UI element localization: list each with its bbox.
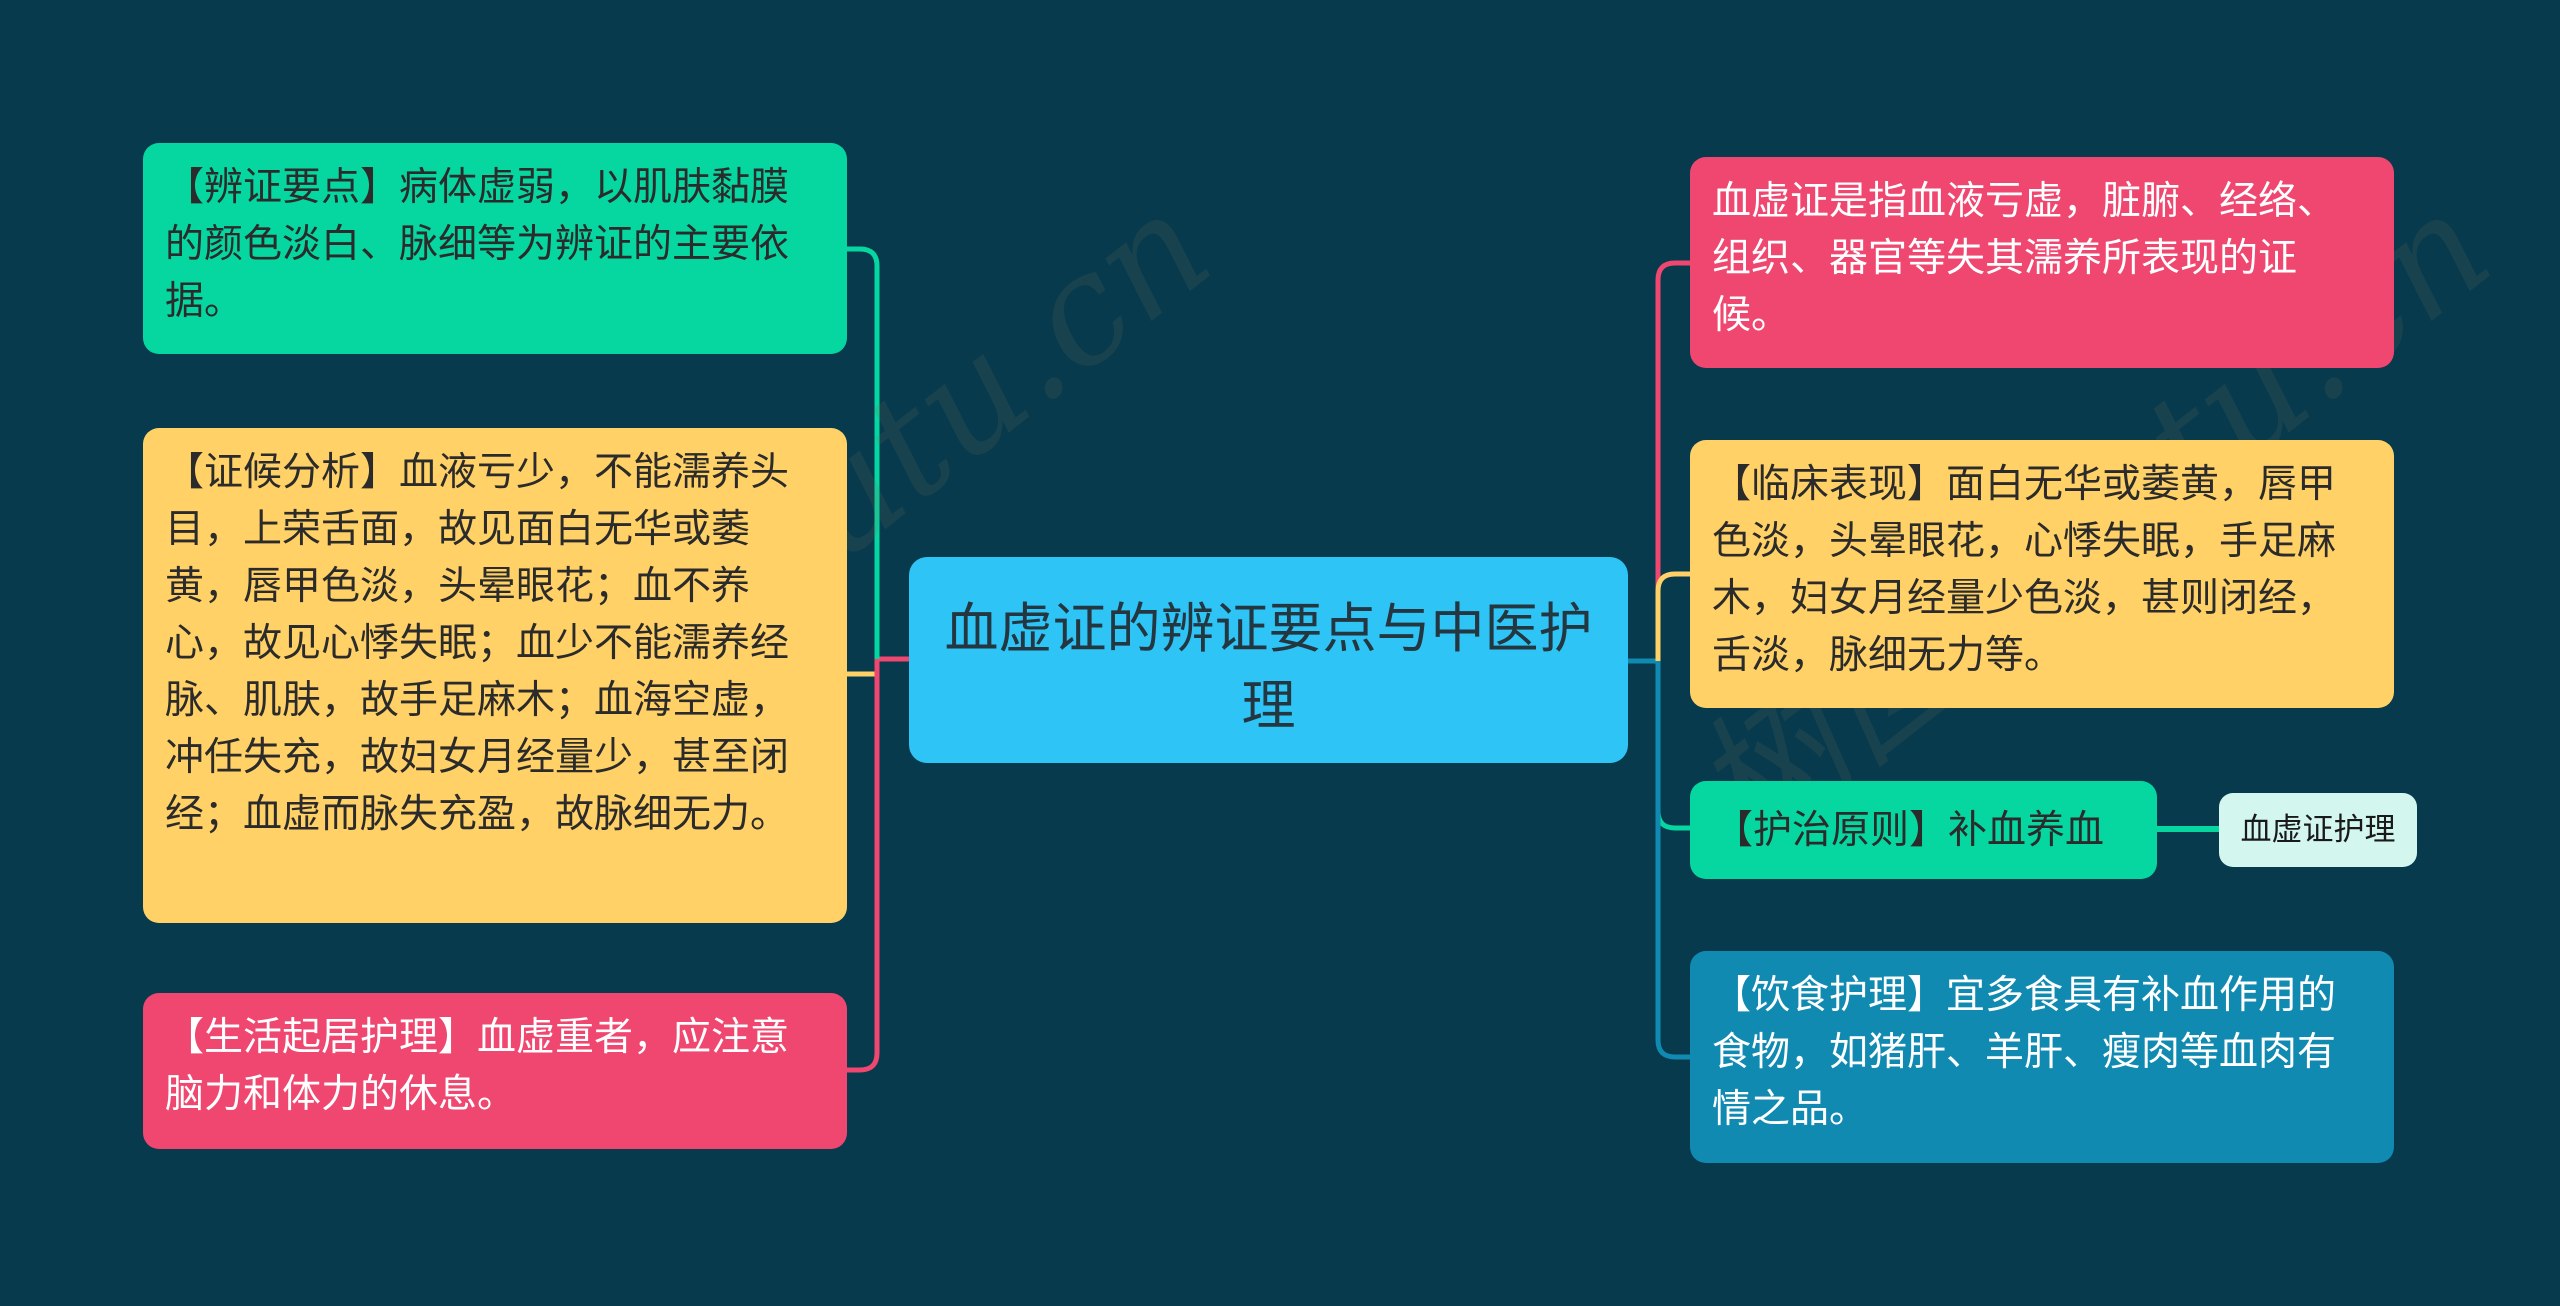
left-node-syndrome-analysis[interactable]: 【证候分析】血液亏少，不能濡养头目，上荣舌面，故见面白无华或萎黄，唇甲色淡，头晕… (143, 428, 847, 923)
right-node-clinical-manifestation[interactable]: 【临床表现】面白无华或萎黄，唇甲色淡，头晕眼花，心悸失眠，手足麻木，妇女月经量少… (1690, 440, 2394, 708)
node-text: 【生活起居护理】血虚重者，应注意脑力和体力的休息。 (165, 1015, 790, 1117)
link-right-red (1655, 260, 1690, 661)
central-topic-node[interactable]: 血虚证的辨证要点与中医护理 (909, 557, 1628, 763)
right-node-diet-care[interactable]: 【饮食护理】宜多食具有补血作用的食物，如猪肝、羊肝、瘦肉等血肉有情之品。 (1690, 951, 2394, 1163)
central-topic-title: 血虚证的辨证要点与中医护理 (944, 597, 1593, 737)
node-text: 【证候分析】血液亏少，不能濡养头目，上荣舌面，故见面白无华或萎黄，唇甲色淡，头晕… (165, 450, 790, 837)
node-text: 【护治原则】补血养血 (1714, 807, 2105, 853)
link-left-green (847, 246, 880, 659)
left-node-daily-care[interactable]: 【生活起居护理】血虚重者，应注意脑力和体力的休息。 (143, 993, 847, 1149)
node-text: 血虚证是指血液亏虚，脏腑、经络、组织、器官等失其濡养所表现的证候。 (1712, 179, 2337, 338)
sub-node-blood-deficiency-care[interactable]: 血虚证护理 (2219, 793, 2417, 867)
node-text: 【饮食护理】宜多食具有补血作用的食物，如猪肝、羊肝、瘦肉等血肉有情之品。 (1712, 973, 2337, 1132)
link-right-blue (1655, 661, 1690, 1060)
link-right-yellow (1655, 571, 1690, 661)
link-right-green (1655, 661, 1690, 831)
right-node-treatment-principle[interactable]: 【护治原则】补血养血 (1690, 781, 2157, 879)
left-node-diagnosis-points[interactable]: 【辨证要点】病体虚弱，以肌肤黏膜的颜色淡白、脉细等为辨证的主要依据。 (143, 143, 847, 354)
link-left-red (847, 659, 880, 1073)
node-text: 血虚证护理 (2240, 812, 2396, 848)
node-text: 【临床表现】面白无华或萎黄，唇甲色淡，头晕眼花，心悸失眠，手足麻木，妇女月经量少… (1712, 462, 2337, 678)
right-node-definition[interactable]: 血虚证是指血液亏虚，脏腑、经络、组织、器官等失其濡养所表现的证候。 (1690, 157, 2394, 368)
node-text: 【辨证要点】病体虚弱，以肌肤黏膜的颜色淡白、脉细等为辨证的主要依据。 (165, 165, 790, 324)
